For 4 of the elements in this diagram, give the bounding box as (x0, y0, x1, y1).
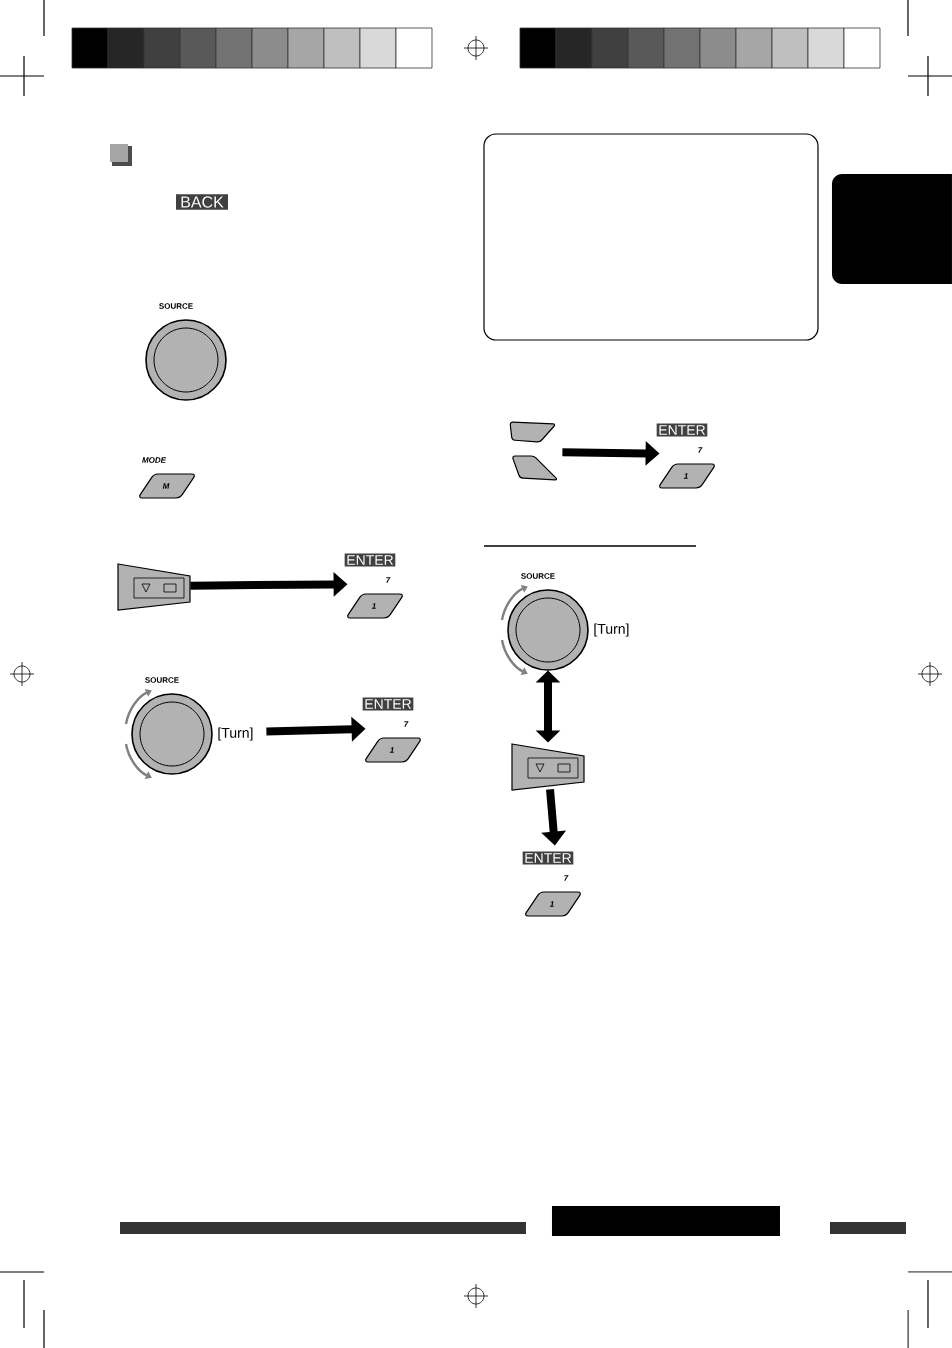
rocker-button (117, 563, 191, 611)
back-button: BACK (176, 194, 228, 210)
rocker-button (511, 743, 585, 791)
up-down-buttons (509, 421, 558, 481)
